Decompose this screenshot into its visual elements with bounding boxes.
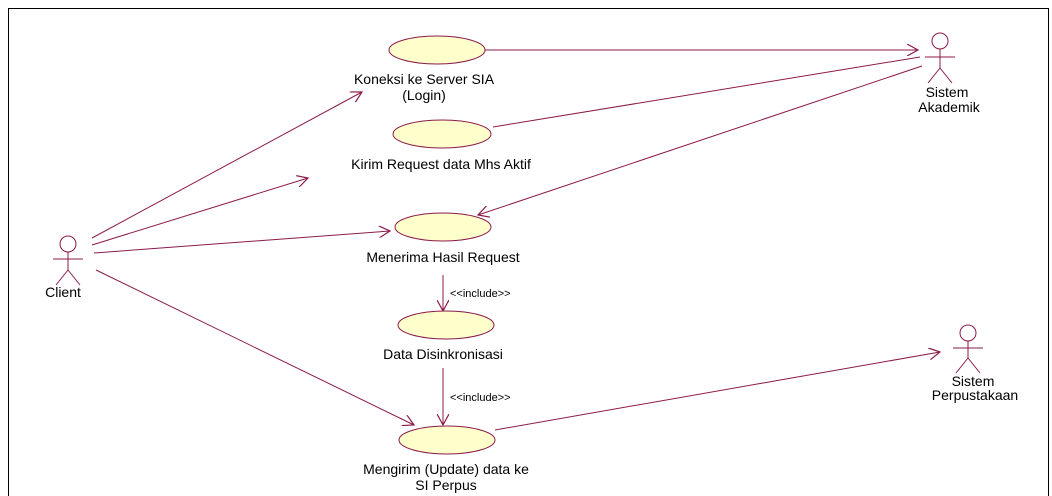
assoc-client-menerima: [93, 231, 390, 254]
usecase-kirim-label: Kirim Request data Mhs Aktif: [351, 156, 531, 172]
diagram-frame: [8, 8, 1049, 496]
usecase-mengirim-label-2: SI Perpus: [415, 477, 476, 493]
assoc-akademik-menerima: [478, 65, 923, 215]
usecase-sinkron-ellipse: [397, 310, 495, 340]
assoc-client-kirim: [91, 178, 308, 246]
actor-sistem-akademik-label-1: Sistem: [926, 84, 969, 100]
usecase-koneksi-label-2: (Login): [402, 87, 446, 103]
usecase-kirim-ellipse: [392, 119, 492, 149]
assoc-client-koneksi: [91, 92, 362, 239]
usecase-sinkron-label: Data Disinkronisasi: [383, 346, 503, 362]
usecase-menerima-ellipse: [394, 212, 492, 242]
assoc-kirim-akademik: [492, 56, 921, 128]
usecase-koneksi-ellipse: [388, 35, 486, 65]
assoc-mengirim-perpustakaan: [494, 352, 940, 431]
actor-client: [53, 235, 83, 286]
usecase-koneksi-label-1: Koneksi ke Server SIA: [354, 71, 495, 87]
actor-sistem-akademik: [925, 32, 955, 84]
actor-sistem-perpustakaan-label-2: Perpustakaan: [932, 387, 1018, 403]
actor-client-label: Client: [45, 284, 81, 300]
usecase-mengirim-ellipse: [398, 425, 496, 455]
include-label-2: <<include>>: [450, 392, 511, 404]
include-label-1: <<include>>: [450, 288, 511, 300]
actor-sistem-akademik-label-2: Akademik: [918, 99, 980, 115]
usecase-mengirim-label-1: Mengirim (Update) data ke: [363, 461, 529, 477]
actor-sistem-perpustakaan-label-1: Sistem: [952, 373, 995, 389]
usecase-menerima-label: Menerima Hasil Request: [366, 249, 519, 265]
actor-sistem-perpustakaan: [953, 324, 983, 374]
assoc-client-mengirim: [95, 269, 414, 425]
